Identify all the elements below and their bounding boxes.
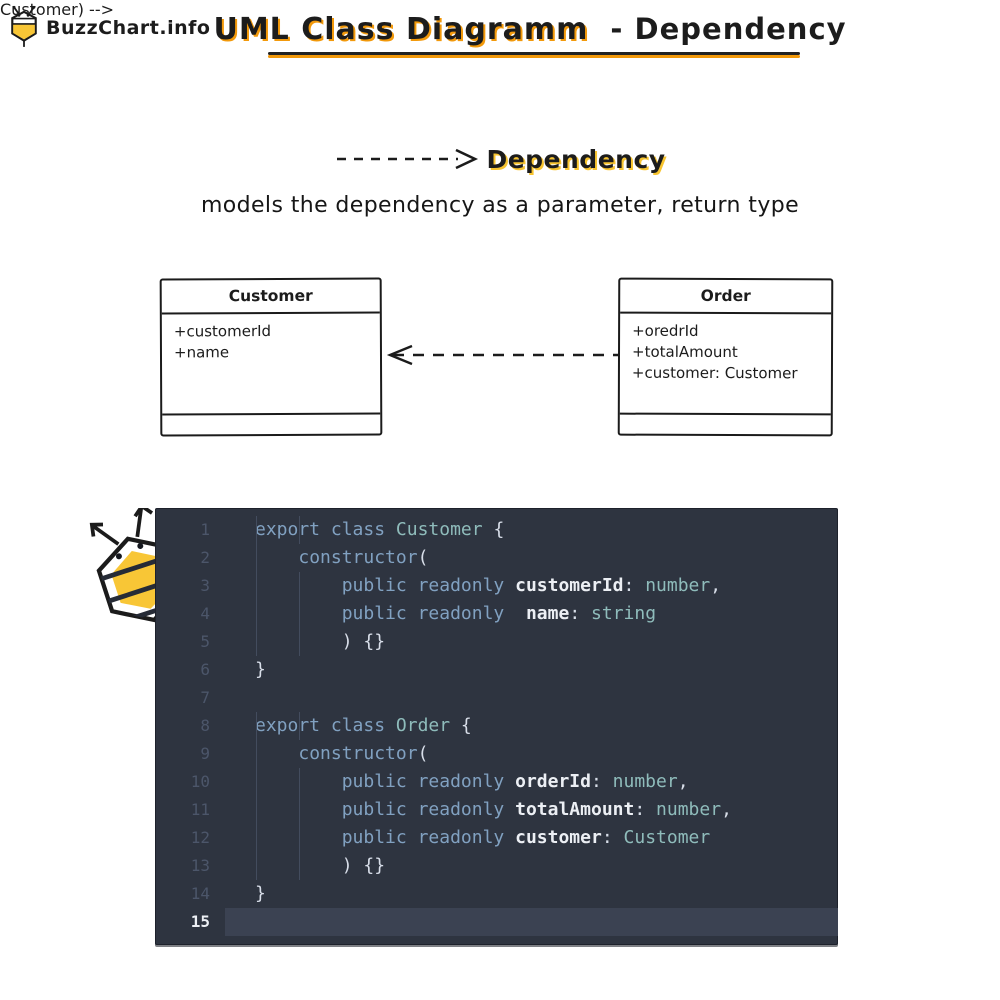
uml-class-name: Order (620, 279, 832, 315)
dependency-legend: Dependency (0, 143, 1000, 175)
code-line: 4 public readonly name: string (155, 600, 838, 628)
uml-attributes: +oredrId +totalAmount+customer: Customer (620, 314, 831, 414)
code-line-text: constructor( (225, 740, 838, 768)
code-line: 5 ) {} (155, 628, 838, 656)
code-line: 9 constructor( (155, 740, 838, 768)
code-line: 10 public readonly orderId: number, (155, 768, 838, 796)
line-number: 13 (190, 856, 210, 875)
line-number: 3 (200, 576, 210, 595)
line-number: 6 (200, 660, 210, 679)
code-line: 15 (155, 908, 838, 936)
dashed-arrow-right-icon (337, 148, 479, 170)
code-line-text: public readonly orderId: number, (225, 768, 838, 796)
legend-label: Dependency (486, 144, 666, 174)
line-number: 7 (200, 688, 210, 707)
line-number: 5 (200, 632, 210, 651)
line-number: 1 (200, 520, 210, 539)
code-line: 12 public readonly customer: Customer (155, 824, 838, 852)
uml-attribute: +customerId (173, 321, 272, 341)
uml-attribute: +customer: Customer (631, 363, 798, 383)
code-line-text (225, 684, 838, 712)
code-line-text: public readonly name: string (225, 600, 838, 628)
code-line-text: } (255, 659, 266, 680)
code-line-text: public readonly customer: Customer (225, 824, 838, 852)
line-number: 8 (200, 716, 210, 735)
code-line: 8 export class Order { (155, 712, 838, 740)
uml-attribute: +totalAmount (631, 342, 738, 362)
uml-attribute: +name (173, 343, 230, 362)
code-line-text: public readonly totalAmount: number, (225, 796, 838, 824)
line-number: 4 (200, 604, 210, 623)
uml-class-name: Customer (161, 279, 380, 315)
uml-class-order: Order +oredrId +totalAmount+customer: Cus… (617, 277, 834, 437)
code-line: 2 constructor( (155, 544, 838, 572)
line-number: 2 (200, 548, 210, 567)
code-line-text (225, 908, 838, 936)
code-line: 6} (155, 656, 838, 684)
code-line-text: constructor( (225, 544, 838, 572)
page-title-rest: - Dependency (610, 12, 847, 46)
line-number: 14 (190, 884, 210, 903)
page-title: UML Class Diagramm - Dependency (213, 12, 845, 47)
code-line: 14} (155, 880, 838, 908)
dashed-arrow-left-icon (386, 344, 620, 366)
subtitle: models the dependency as a parameter, re… (200, 193, 800, 218)
uml-attributes: +customerId +name (162, 314, 380, 414)
line-number: 10 (190, 772, 210, 791)
code-line-text: export class Customer { (225, 516, 838, 544)
code-line-text: public readonly customerId: number, (225, 572, 838, 600)
title-underline (268, 52, 800, 55)
uml-class-customer: Customer +customerId +name (159, 277, 383, 437)
brand-logo: BuzzChart.info (6, 4, 210, 52)
bee-icon (11, 5, 37, 47)
code-line: 11 public readonly totalAmount: number, (155, 796, 838, 824)
code-line-text: ) {} (225, 852, 838, 880)
page-title-highlight: UML Class Diagramm (213, 12, 589, 47)
line-number: 12 (190, 828, 210, 847)
code-line: 13 ) {} (155, 852, 838, 880)
code-line: 3 public readonly customerId: number, (155, 572, 838, 600)
uml-attribute: +oredrId (632, 321, 699, 340)
line-number: 11 (190, 800, 210, 819)
uml-methods-compartment (162, 412, 381, 435)
line-number: 15 (190, 912, 210, 931)
line-number: 9 (200, 744, 210, 763)
code-line: 1 export class Customer { (155, 516, 838, 544)
code-line-text: export class Order { (225, 712, 838, 740)
code-line: 7 (155, 684, 838, 712)
brand-name: BuzzChart.info (46, 17, 211, 39)
code-line-text: } (255, 883, 266, 904)
uml-methods-compartment (619, 412, 831, 435)
code-line-text: ) {} (225, 628, 838, 656)
